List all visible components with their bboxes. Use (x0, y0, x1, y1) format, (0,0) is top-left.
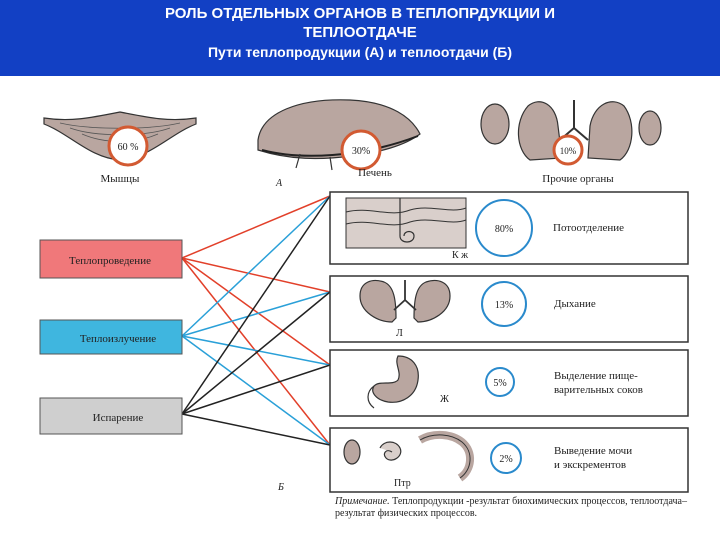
slide-header: РОЛЬ ОТДЕЛЬНЫХ ОРГАНОВ В ТЕПЛОПРДУКЦИИ И… (0, 0, 720, 76)
liver-percent: 30% (352, 146, 370, 157)
lungs-letter: Л (396, 328, 403, 339)
section-a-letter: А (275, 178, 283, 189)
stomach-letter: Ж (440, 394, 449, 405)
method-box-evaporation (39, 397, 183, 435)
digestion-label-line2: варительных соков (554, 384, 643, 396)
liver-illustration (257, 99, 421, 171)
other-organs-percent-circle (552, 134, 584, 166)
excretion-label-line2: и экскрементов (554, 459, 626, 471)
digestion-percent-circle (485, 367, 515, 397)
connection-lines (181, 195, 331, 446)
excretion-percent: 2% (499, 454, 512, 465)
muscle-label: Мышцы (101, 173, 141, 185)
slide-subtitle: Пути теплопродукции (А) и теплоотдачи (Б… (207, 44, 513, 60)
lungs-illustration (359, 279, 451, 323)
skin-illustration (345, 197, 467, 249)
sweating-percent-circle (475, 199, 533, 257)
digestion-percent: 5% (493, 378, 506, 389)
slide-title-line1: РОЛЬ ОТДЕЛЬНЫХ ОРГАНОВ В ТЕПЛОПРДУКЦИИ И (164, 5, 556, 22)
breathing-label: Дыхание (554, 298, 596, 310)
other-organs-percent: 10% (560, 146, 577, 156)
slide-title-line2: ТЕПЛООТДАЧЕ (303, 24, 417, 41)
other-organs-illustration (480, 100, 662, 161)
intestine-letter: Птр (394, 478, 411, 489)
liver-label: Печень (358, 167, 392, 179)
stomach-illustration (367, 355, 419, 409)
sweating-percent: 80% (495, 224, 513, 235)
excretion-percent-circle (490, 442, 522, 474)
intestine-illustration (343, 431, 474, 482)
method-box-conduction (39, 239, 183, 279)
skin-letter: К ж (452, 250, 468, 261)
sweating-label: Потоотделение (553, 222, 624, 234)
muscle-percent: 60 % (118, 142, 139, 153)
method-label-evaporation: Испарение (93, 412, 144, 424)
method-box-radiation (39, 319, 183, 355)
method-label-conduction: Теплопроведение (69, 255, 151, 267)
method-label-radiation: Теплоизлучение (80, 333, 156, 345)
muscle-percent-circle (107, 125, 149, 167)
breathing-percent-circle (481, 281, 527, 327)
breathing-percent: 13% (495, 300, 513, 311)
diagram-note: Примечание. Теплопродукции -результат би… (335, 496, 695, 520)
excretion-label-line1: Выведение мочи (554, 445, 632, 457)
liver-percent-circle (340, 129, 382, 171)
other-organs-label: Прочие органы (542, 173, 614, 185)
digestion-label-line1: Выделение пище- (554, 370, 638, 382)
note-text: Теплопродукции -результат биохимических … (335, 496, 687, 519)
section-b-letter: Б (277, 482, 284, 493)
note-prefix: Примечание. (335, 496, 390, 507)
